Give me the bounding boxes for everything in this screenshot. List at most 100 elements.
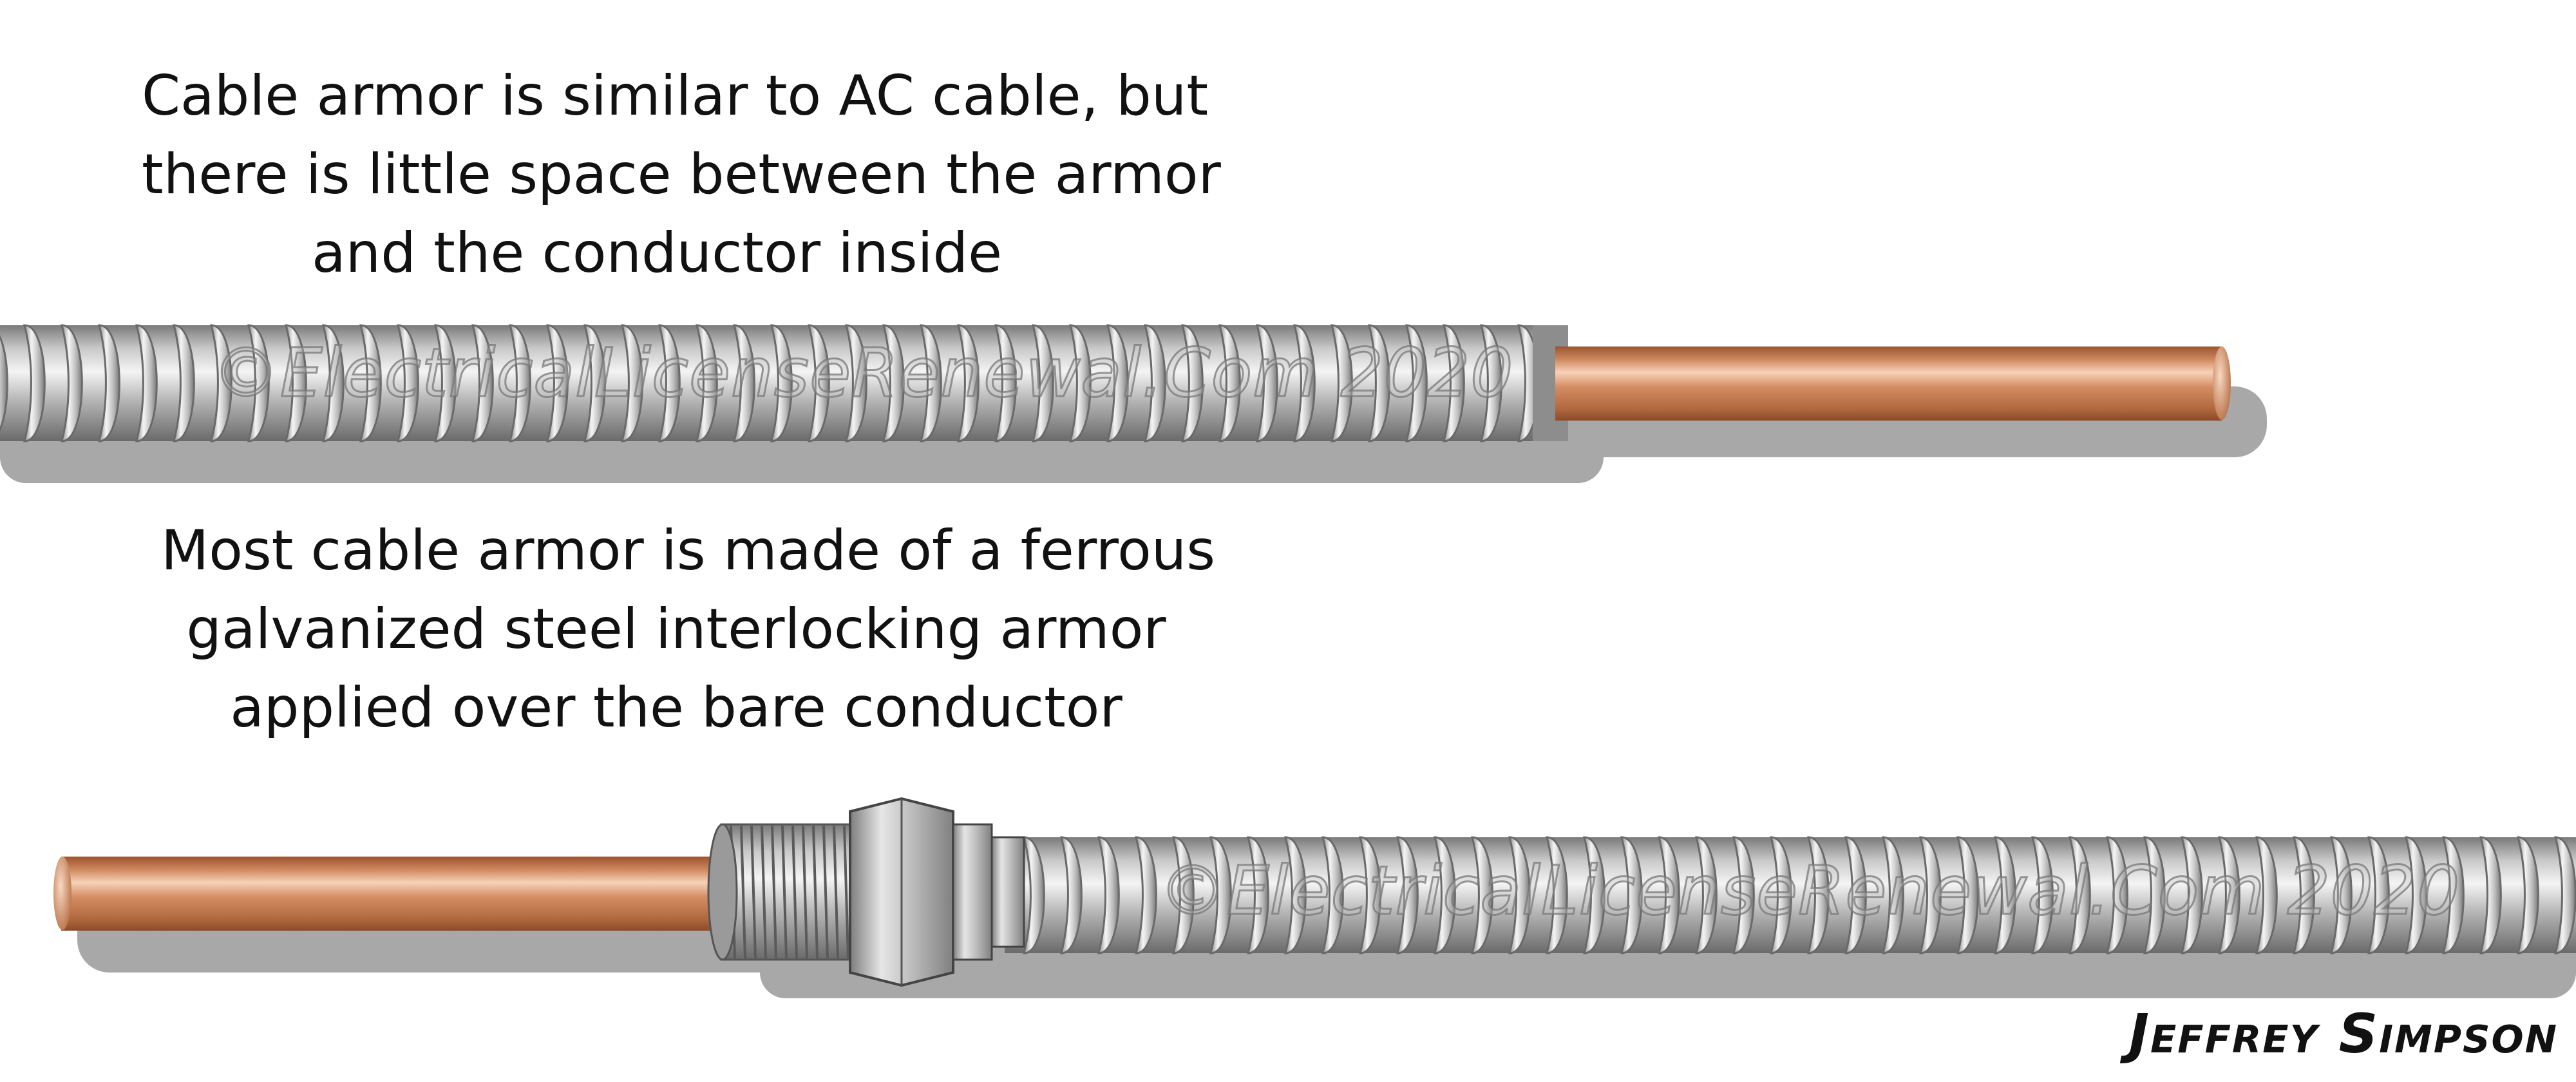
armor-rib (1882, 836, 1904, 954)
caption-bottom-line-2: galvanized steel interlocking armor (186, 597, 1166, 661)
top-copper-conductor (1555, 346, 2231, 421)
caption-top: Cable armor is similar to AC cable, but … (142, 57, 1221, 292)
thread-line (812, 825, 819, 959)
armor-rib (621, 324, 643, 442)
armor-rib (733, 324, 755, 442)
armor-rib (1658, 836, 1680, 954)
armor-rib (135, 324, 158, 442)
armor-rib (1732, 836, 1755, 954)
thread-line (740, 825, 746, 959)
bottom-copper-conductor (53, 857, 776, 931)
armor-rib (2069, 836, 2091, 954)
thread-line (822, 825, 829, 959)
armor-rib (1443, 324, 1465, 442)
armor-rib (2255, 836, 2278, 954)
armor-rib (1331, 324, 1353, 442)
armor-rib (1405, 324, 1428, 442)
armor-rib (770, 324, 793, 442)
armor-rib (1368, 324, 1390, 442)
caption-top-line-2: there is little space between the armor (142, 142, 1221, 207)
armor-rib (696, 324, 718, 442)
top-armor-ribs (0, 324, 1540, 442)
armor-rib (957, 324, 980, 442)
armor-rib (1770, 836, 1792, 954)
armor-rib (1060, 836, 1083, 954)
armor-rib (2106, 836, 2128, 954)
caption-top-line-1: Cable armor is similar to AC cable, but (142, 64, 1209, 128)
armor-rib (1620, 836, 1643, 954)
armor-rib (1508, 836, 1531, 954)
watermark-bottom: ©ElectricalLicenseRenewal.Com 2020 (1158, 851, 2461, 931)
armor-rib (1023, 836, 1045, 954)
armor-rib (2517, 836, 2539, 954)
armor-rib (1359, 836, 1381, 954)
watermark-top: ©ElectricalLicenseRenewal.Com 2020 (211, 333, 1514, 413)
caption-bottom-line-3: applied over the bare conductor (230, 676, 1122, 740)
connector-fitting (707, 797, 1025, 987)
armor-rib (434, 324, 457, 442)
armor-rib (359, 324, 382, 442)
armor-rib (285, 324, 307, 442)
armor-rib (2143, 836, 2166, 954)
armor-rib (1480, 324, 1502, 442)
armor-rib (882, 324, 905, 442)
caption-top-line-3: and the conductor inside (311, 221, 1003, 285)
armor-rib (1032, 324, 1054, 442)
thread-line (781, 825, 788, 959)
armor-rib (2293, 836, 2315, 954)
armor-rib (920, 324, 942, 442)
thread-line (802, 825, 808, 959)
armor-rib (1172, 836, 1195, 954)
thread-line (750, 825, 757, 959)
bottom-armored-cable (1005, 836, 2576, 954)
armor-rib (2330, 836, 2353, 954)
armor-rib (1956, 836, 1979, 954)
armor-rib (583, 324, 606, 442)
armor-rib (1293, 324, 1316, 442)
armor-rib (1135, 836, 1157, 954)
armor-rib (509, 324, 531, 442)
thread-line (791, 825, 798, 959)
thread-line (843, 825, 849, 959)
armor-rib (546, 324, 569, 442)
armor-rib (1284, 836, 1307, 954)
caption-bottom-line-1: Most cable armor is made of a ferrous (161, 518, 1216, 583)
armor-rib (1471, 836, 1493, 954)
armor-rib (845, 324, 867, 442)
artist-signature: Jeffrey Simpson (2128, 1002, 2558, 1065)
thread-line (761, 825, 767, 959)
armor-rib (23, 324, 46, 442)
armor-rib (1106, 324, 1129, 442)
armor-rib (658, 324, 681, 442)
armor-rib (322, 324, 345, 442)
armor-rib (1181, 324, 1204, 442)
bottom-armor-ribs (1023, 836, 2576, 954)
armor-rib (808, 324, 830, 442)
armor-rib (2405, 836, 2427, 954)
armor-rib (2181, 836, 2203, 954)
armor-rib (1919, 836, 1942, 954)
armor-rib (2442, 836, 2465, 954)
armor-rib (1256, 324, 1278, 442)
top-armored-cable (0, 324, 1568, 442)
armor-rib (1807, 836, 1830, 954)
armor-rib (61, 324, 83, 442)
armor-rib (397, 324, 419, 442)
armor-rib (98, 324, 120, 442)
armor-rib (1546, 836, 1568, 954)
armor-rib (0, 335, 8, 432)
armor-rib (1695, 836, 1718, 954)
armor-rib (1434, 836, 1456, 954)
armor-rib (210, 324, 232, 442)
armor-rib (173, 324, 195, 442)
armor-rib (1209, 836, 1232, 954)
armor-rib (1144, 324, 1166, 442)
thread-line (771, 825, 777, 959)
armor-rib (2554, 836, 2576, 954)
armor-rib (1396, 836, 1419, 954)
armor-rib (1247, 836, 1269, 954)
armor-rib (1069, 324, 1092, 442)
armor-rib (471, 324, 494, 442)
armor-rib (1994, 836, 2016, 954)
